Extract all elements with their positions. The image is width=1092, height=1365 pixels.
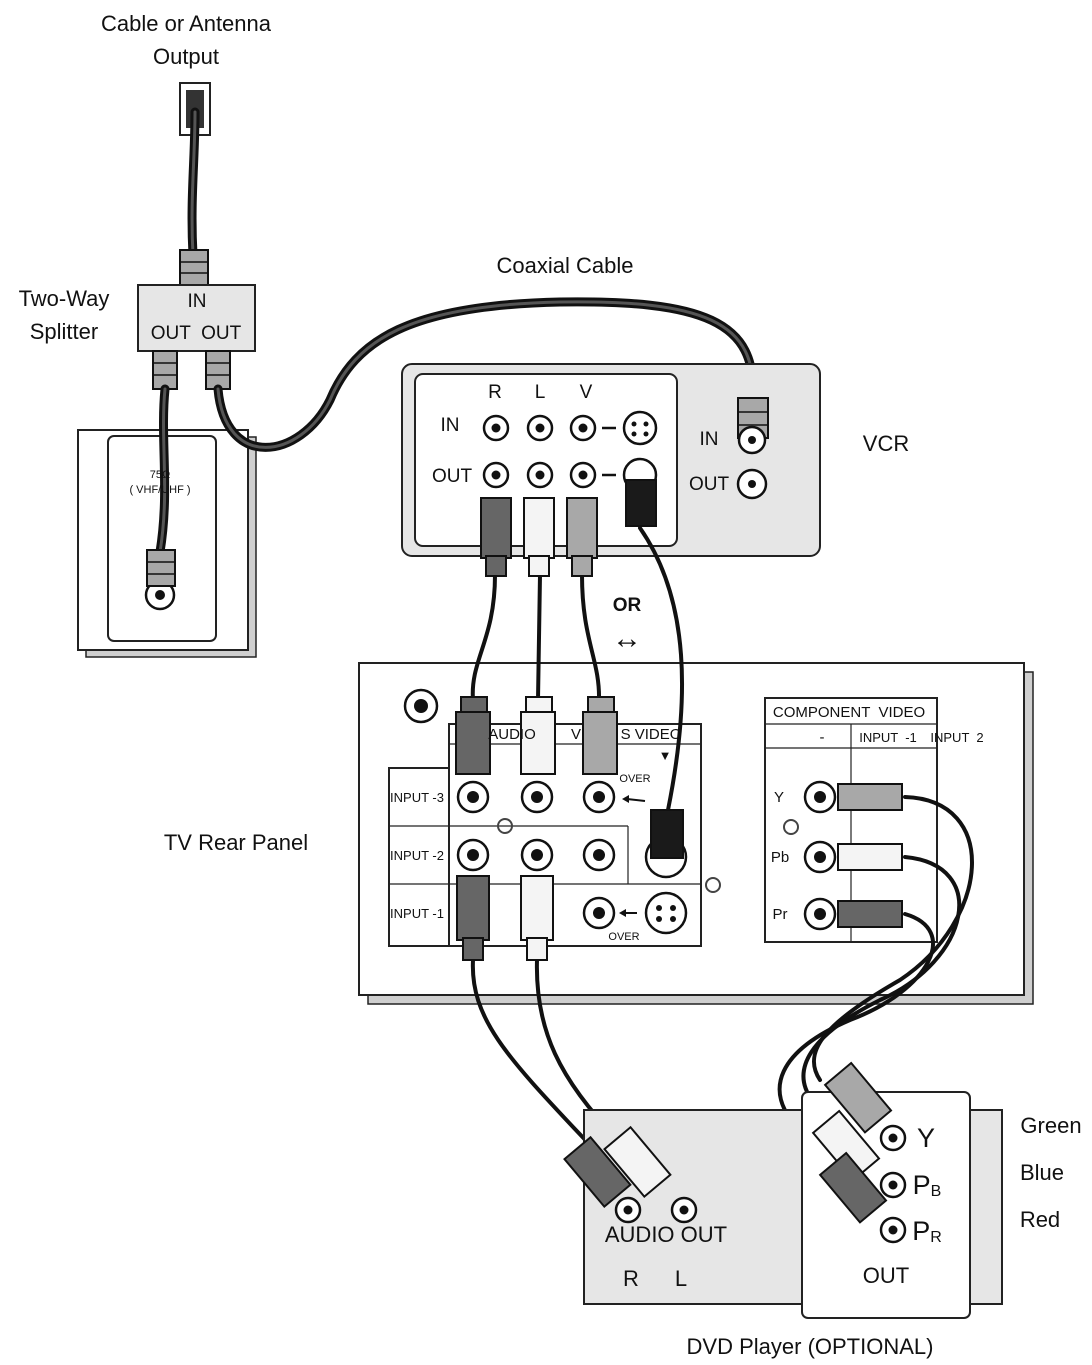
vcr-video-cable — [580, 573, 602, 702]
vcr-in-jacks — [482, 410, 658, 446]
dvd-pr-label: PR — [912, 1216, 942, 1246]
vcr-audio-l-cable — [536, 573, 542, 702]
component-plugs — [837, 783, 903, 928]
cable-antenna-label-2: Output — [153, 44, 219, 69]
green-label: Green — [1020, 1113, 1081, 1138]
video-label: V — [571, 726, 581, 743]
red-label: Red — [1020, 1207, 1060, 1232]
dvd-pb-label: PB — [913, 1170, 942, 1200]
input3-label: INPUT -3 — [390, 790, 444, 805]
comp-input2-label: INPUT 2 — [930, 730, 983, 745]
two-way-splitter — [137, 249, 256, 390]
vcr-v-label: V — [580, 382, 593, 403]
comp-input1-label: INPUT -1 — [859, 730, 917, 745]
tv-terminal-label-1: 75Ω — [150, 469, 170, 481]
vcr-audio-r-cable — [470, 573, 497, 702]
comp-dash-label: - — [820, 729, 825, 746]
vcr-panel — [401, 363, 821, 557]
splitter-in-label: IN — [188, 291, 207, 312]
dvd-player-label: DVD Player (OPTIONAL) — [687, 1334, 934, 1359]
dvd-y-label: Y — [917, 1123, 935, 1153]
vcr-ant-out-label: OUT — [689, 474, 730, 495]
vcr-label: VCR — [863, 431, 909, 456]
over-bottom-label: OVER — [608, 931, 639, 943]
dvd-audio-out-label: AUDIO OUT — [605, 1222, 727, 1247]
splitter-label-2: Splitter — [30, 319, 98, 344]
splitter-label-1: Two-Way — [19, 286, 110, 311]
component-pb-cable — [801, 855, 962, 1102]
vcr-out-label: OUT — [432, 466, 473, 487]
dvd-audio-r-cable — [470, 958, 592, 1147]
s-video-label: S VIDEO — [621, 726, 682, 743]
comp-pb-label: Pb — [771, 849, 789, 866]
audio-label: AUDIO — [488, 726, 536, 743]
comp-y-label: Y — [774, 789, 784, 806]
coaxial-cable-label: Coaxial Cable — [497, 253, 634, 278]
dvd-l-label: L — [675, 1266, 687, 1291]
splitter-out-label: OUT OUT — [151, 323, 242, 344]
vcr-out-plugs — [480, 479, 657, 577]
vcr-r-label: R — [488, 382, 502, 403]
vcr-ant-in-label: IN — [700, 429, 719, 450]
dvd-player — [563, 1061, 1003, 1319]
tv-input1-plugs — [456, 875, 554, 961]
over-top-label: OVER — [619, 773, 650, 785]
dvd-r-label: R — [623, 1266, 639, 1291]
component-video-label: COMPONENT VIDEO — [773, 704, 925, 721]
vcr-in-label: IN — [441, 415, 460, 436]
tv-input3-plugs — [455, 696, 684, 859]
vcr-l-label: L — [535, 382, 546, 403]
input2-label: INPUT -2 — [390, 848, 444, 863]
tv-terminal-label-2: ( VHF/UHF ) — [129, 484, 190, 496]
dvd-out-label: OUT — [863, 1263, 909, 1288]
cable-antenna-label-1: Cable or Antenna — [101, 11, 272, 36]
tv-coax-plug — [146, 549, 176, 587]
blue-label: Blue — [1020, 1160, 1064, 1185]
tv-rear-panel-label: TV Rear Panel — [164, 830, 308, 855]
component-pr-cable — [777, 912, 935, 1132]
vcr-antenna-jacks — [736, 397, 769, 500]
down-arrow-icon: ▼ — [659, 748, 672, 763]
vcr-svideo-cable — [638, 526, 685, 812]
or-arrow-icon: ↔ — [612, 622, 642, 655]
input1-label: INPUT -1 — [390, 906, 444, 921]
comp-pr-label: Pr — [773, 906, 788, 923]
or-label: OR — [613, 595, 642, 616]
